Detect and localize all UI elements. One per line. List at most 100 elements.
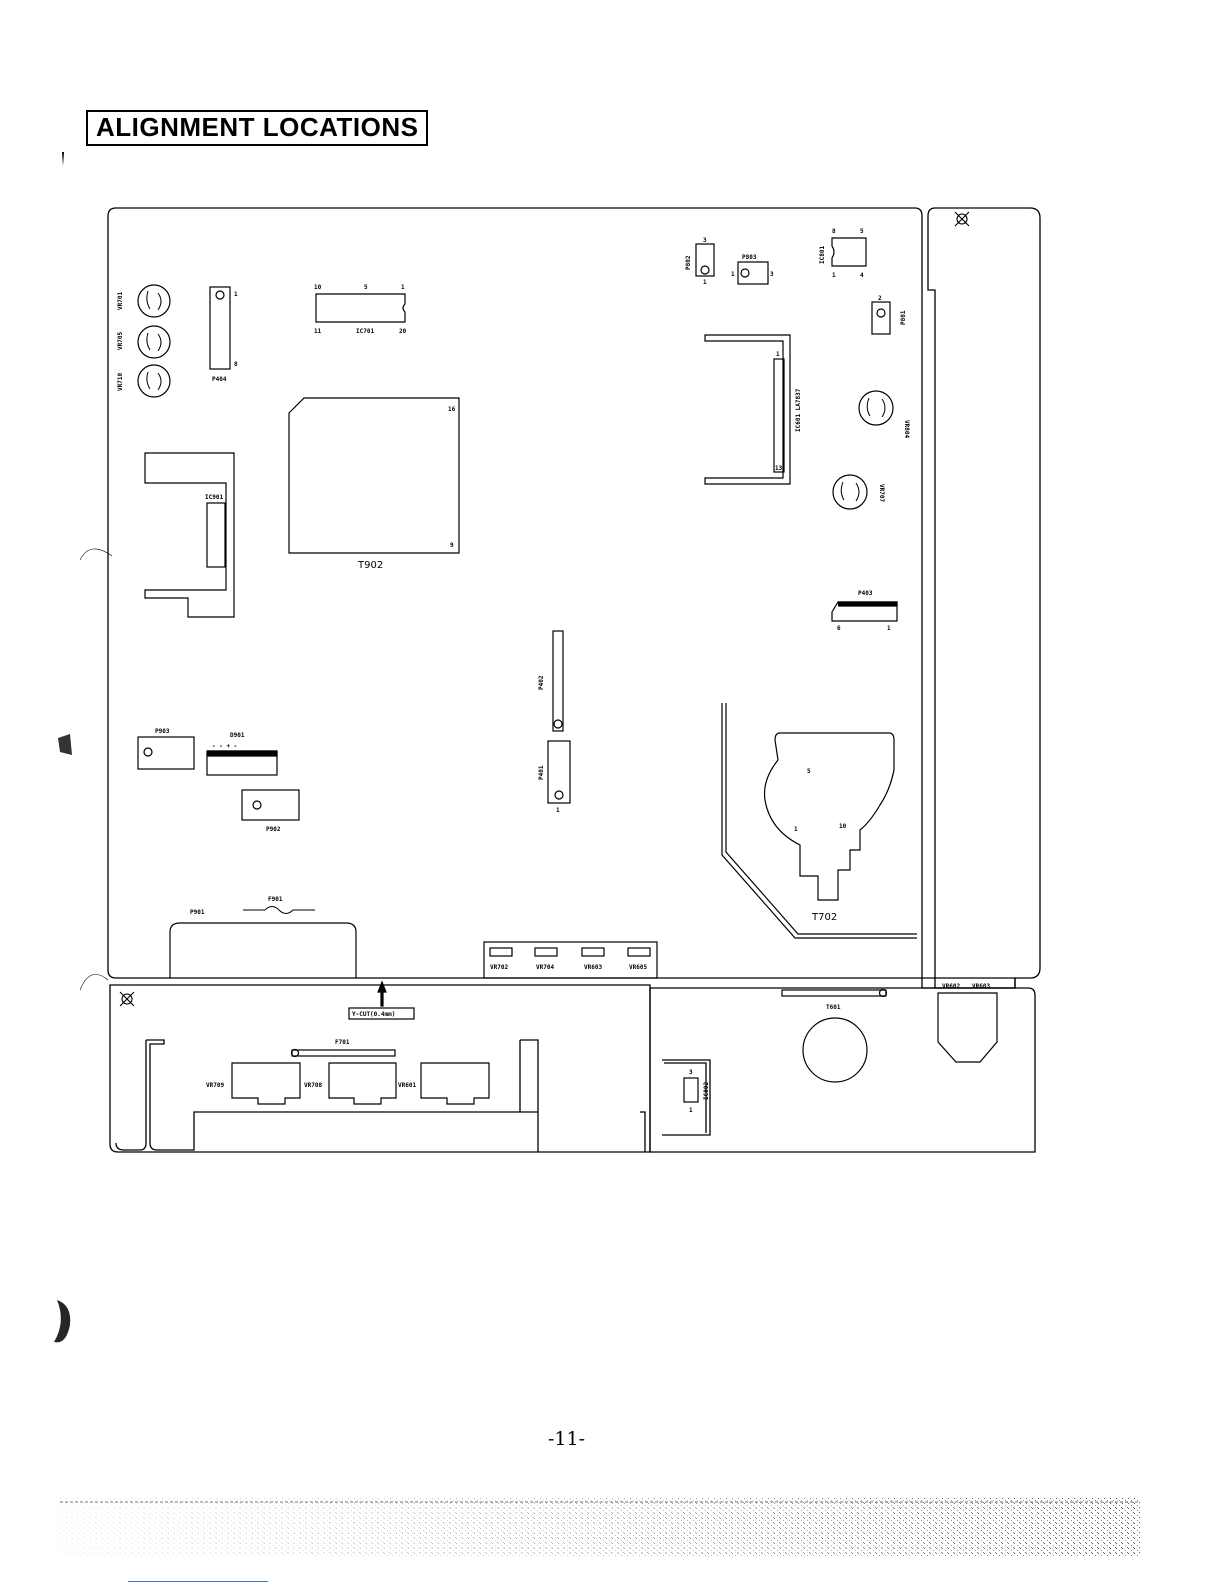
p901-label: P901 bbox=[190, 909, 205, 916]
p404-pin1-label: 1 bbox=[234, 291, 238, 298]
vr704-label: VR704 bbox=[536, 964, 554, 971]
t902-label: T902 bbox=[357, 560, 383, 571]
lower-left-board-outline bbox=[109, 984, 651, 1153]
lower-right-board-outline bbox=[649, 987, 1036, 1153]
vr603b-label: VR603 bbox=[972, 983, 990, 990]
ic901-label: IC901 bbox=[205, 494, 223, 501]
t702-label: T702 bbox=[811, 912, 837, 923]
t702-pin5-label: 5 bbox=[807, 768, 811, 775]
ic601-pin1-label: 1 bbox=[776, 351, 780, 358]
vr-strip-outline bbox=[483, 941, 658, 979]
vr707-trimmer bbox=[832, 474, 868, 510]
t702-pin10-label: 10 bbox=[839, 823, 847, 830]
ic701-pin11-label: 11 bbox=[314, 328, 322, 335]
f901-fuse-symbol bbox=[243, 906, 315, 914]
t902-pin9-label: 9 bbox=[450, 542, 454, 549]
vr704-trimmer bbox=[534, 947, 558, 957]
ic801-pin4-label: 4 bbox=[860, 272, 864, 279]
ic901-chip bbox=[206, 502, 226, 568]
vr804-trimmer bbox=[858, 390, 894, 426]
ic901-heatsink bbox=[144, 452, 235, 618]
right-board-outline bbox=[927, 207, 1041, 989]
vr705-trimmer bbox=[137, 325, 171, 359]
vr603-label: VR603 bbox=[584, 964, 602, 971]
ic801-pin1-label: 1 bbox=[832, 272, 836, 279]
p901-connector bbox=[169, 922, 357, 978]
vr708-label: VR708 bbox=[304, 1082, 322, 1089]
vr601-label: VR601 bbox=[398, 1082, 416, 1089]
vr702-trimmer bbox=[489, 947, 513, 957]
footer-link-underline bbox=[128, 1581, 268, 1582]
f701-fuse bbox=[291, 1049, 396, 1057]
vr701-label: VR701 bbox=[117, 292, 124, 310]
page-title: ALIGNMENT LOCATIONS bbox=[86, 110, 429, 146]
ic601-chip bbox=[773, 358, 785, 473]
p802-connector bbox=[695, 243, 715, 277]
p803-connector bbox=[737, 261, 769, 285]
p401-connector bbox=[547, 740, 571, 804]
t702-transformer bbox=[763, 732, 895, 901]
p902-connector bbox=[241, 789, 300, 821]
main-board-outline bbox=[107, 207, 1016, 989]
p801-connector bbox=[871, 301, 891, 335]
lower-left-inner-frame bbox=[115, 1039, 539, 1152]
t702-pin1-label: 1 bbox=[794, 826, 798, 833]
p802-pin3-label: 3 bbox=[703, 237, 707, 244]
scan-noise-strip bbox=[60, 1498, 1140, 1556]
ycut-arrow bbox=[377, 980, 387, 1007]
p402-label: P402 bbox=[538, 675, 545, 690]
ic802-label: IC802 bbox=[703, 1082, 710, 1100]
vr710-trimmer bbox=[137, 364, 171, 398]
ic701-label: IC701 bbox=[356, 328, 374, 335]
ic802-chip bbox=[683, 1077, 699, 1103]
t902-transformer bbox=[288, 397, 460, 554]
p403-connector bbox=[831, 601, 898, 622]
t702-shield bbox=[721, 703, 917, 939]
ic801-chip bbox=[831, 237, 867, 267]
p403-label: P403 bbox=[858, 590, 873, 597]
vr601-trimmer bbox=[420, 1062, 490, 1105]
f901-label: F901 bbox=[268, 896, 283, 903]
vr701-trimmer bbox=[137, 284, 171, 318]
p401-pin1-label: 1 bbox=[556, 807, 560, 814]
vr605-label: VR605 bbox=[629, 964, 647, 971]
p903-connector bbox=[137, 736, 195, 770]
vr605-trimmer bbox=[627, 947, 651, 957]
p802-pin1-label: 1 bbox=[703, 279, 707, 286]
p803-pin3-label: 3 bbox=[770, 271, 774, 278]
p803-label: P803 bbox=[742, 254, 757, 261]
t601-label: T601 bbox=[826, 1004, 841, 1011]
p404-connector bbox=[209, 286, 231, 370]
vr804-label: VR804 bbox=[903, 420, 910, 438]
ic701-pin20-label: 20 bbox=[399, 328, 407, 335]
t601-bar bbox=[781, 989, 887, 997]
vr602-label: VR602 bbox=[942, 983, 960, 990]
p401-label: P401 bbox=[538, 765, 545, 780]
ic601-label: IC601 LA7837 bbox=[795, 388, 802, 432]
ic701-pin10-label: 10 bbox=[314, 284, 322, 291]
ic701-pin1-label: 1 bbox=[401, 284, 405, 291]
p404-label: P404 bbox=[212, 376, 227, 383]
d901-label: D901 bbox=[230, 732, 245, 739]
p801-label: P801 bbox=[900, 310, 907, 325]
t601-core bbox=[802, 1017, 868, 1083]
p403-pin1-label: 1 bbox=[887, 625, 891, 632]
vr602-shield bbox=[937, 992, 998, 1063]
ic802-pin3-label: 3 bbox=[689, 1069, 693, 1076]
ic701-chip bbox=[315, 293, 406, 323]
p902-label: P902 bbox=[266, 826, 281, 833]
p403-pin6-label: 6 bbox=[837, 625, 841, 632]
vr603-trimmer bbox=[581, 947, 605, 957]
vr708-trimmer bbox=[328, 1062, 397, 1105]
f701-label: F701 bbox=[335, 1039, 350, 1046]
p402-connector bbox=[552, 630, 564, 732]
vr709-label: VR709 bbox=[206, 1082, 224, 1089]
vr702-label: VR702 bbox=[490, 964, 508, 971]
ic601-heatsink bbox=[704, 334, 791, 485]
ic801-label: IC801 bbox=[819, 246, 826, 264]
vr707-label: VR707 bbox=[878, 484, 885, 502]
ic802-pin1-label: 1 bbox=[689, 1107, 693, 1114]
ic701-pin5-label: 5 bbox=[364, 284, 368, 291]
p803-pin1-label: 1 bbox=[731, 271, 735, 278]
